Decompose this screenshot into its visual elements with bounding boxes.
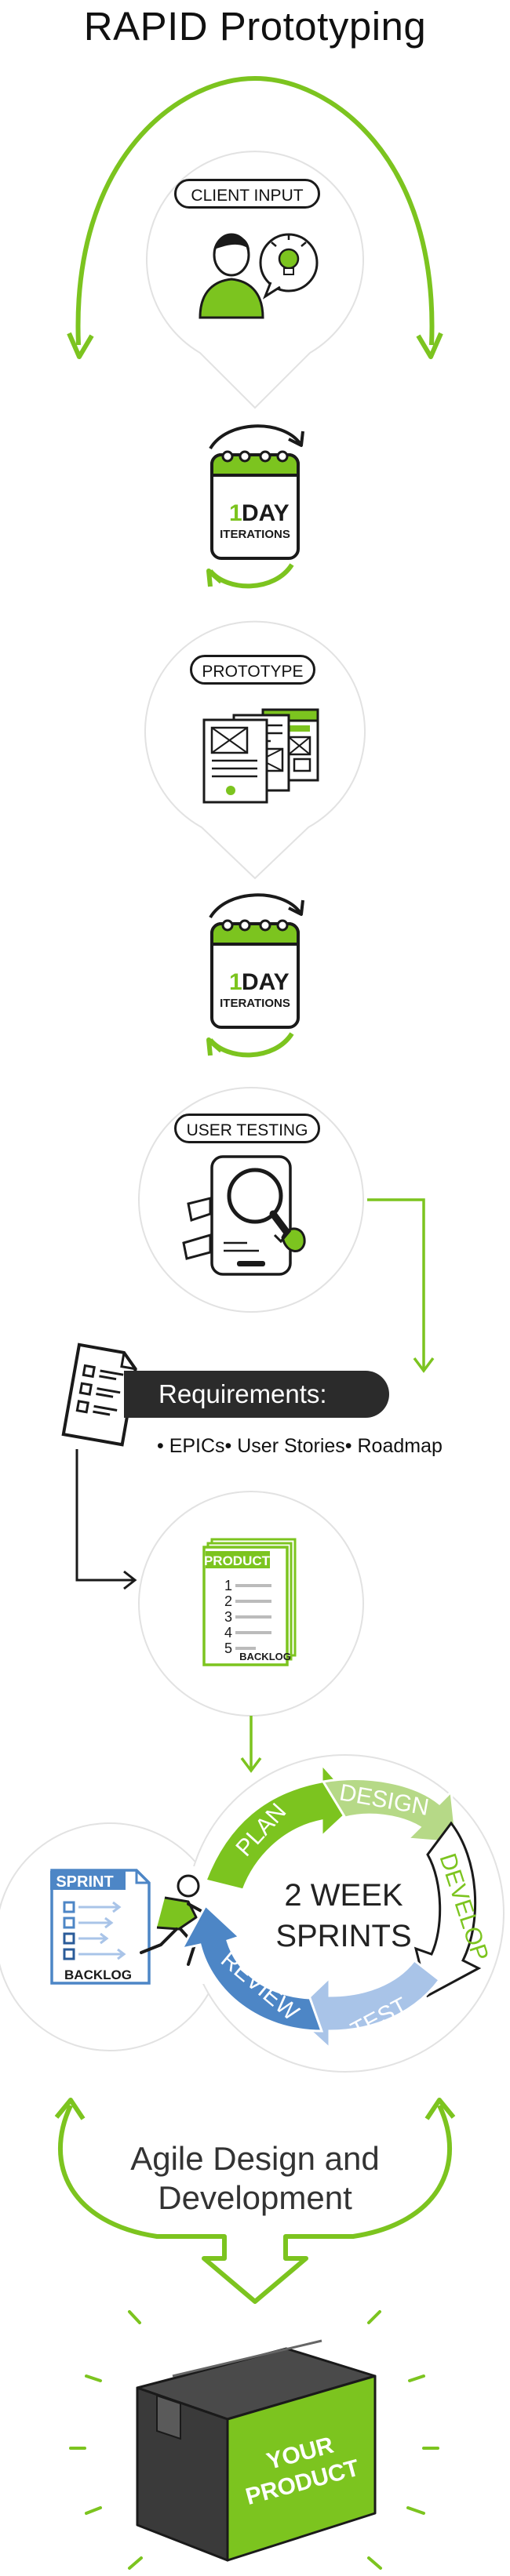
requirements-items: • EPICs• User Stories• Roadmap bbox=[157, 1435, 443, 1457]
iteration-2-unit: DAY bbox=[242, 969, 290, 995]
product-backlog-number-2: 2 bbox=[224, 1593, 232, 1609]
client-input-label: CLIENT INPUT bbox=[174, 179, 320, 209]
sprint-center-line-2: SPRINTS bbox=[275, 1919, 411, 1953]
product-box-icon bbox=[136, 2339, 377, 2562]
iteration-cycle-2 bbox=[206, 893, 304, 1058]
sprint-backlog-label: BACKLOG bbox=[64, 1967, 132, 1982]
agile-loop-arrow bbox=[54, 2098, 456, 2304]
sprint-center-line-1: 2 WEEK bbox=[284, 1878, 403, 1913]
iteration-2-number: 1 bbox=[229, 969, 242, 995]
client-input-cycle-arrows bbox=[67, 75, 443, 359]
testing-to-requirements-connector bbox=[367, 1198, 425, 1368]
prototype-label: PROTOTYPE bbox=[190, 655, 315, 685]
product-backlog-label: BACKLOG bbox=[239, 1651, 291, 1662]
iteration-1-unit: DAY bbox=[242, 500, 290, 526]
user-testing-phone-icon bbox=[182, 1155, 306, 1276]
product-backlog-icon bbox=[202, 1538, 297, 1666]
running-person-icon bbox=[140, 1874, 207, 1966]
product-backlog-number-3: 3 bbox=[224, 1609, 232, 1625]
agile-line-1: Agile Design and bbox=[130, 2140, 380, 2177]
product-backlog-number-4: 4 bbox=[224, 1625, 232, 1640]
iteration-1-number: 1 bbox=[229, 500, 242, 526]
iteration-cycle-1 bbox=[206, 424, 304, 589]
iteration-1-label: ITERATIONS bbox=[220, 528, 290, 541]
product-backlog-tag: PRODUCT bbox=[204, 1553, 271, 1568]
sprint-cycle-ring bbox=[180, 1761, 482, 2051]
client-input-bubble bbox=[146, 151, 364, 409]
requirements-to-backlog-connector bbox=[75, 1449, 133, 1582]
product-burst-lines bbox=[69, 2310, 439, 2570]
requirements-heading: Requirements: bbox=[124, 1371, 389, 1418]
iteration-2-label: ITERATIONS bbox=[220, 997, 290, 1010]
product-backlog-number-5: 5 bbox=[224, 1640, 232, 1656]
page-title: RAPID Prototyping bbox=[83, 4, 427, 49]
prototype-wireframe-icon bbox=[202, 708, 319, 804]
agile-line-2: Development bbox=[158, 2179, 352, 2216]
agile-heading: Agile Design and Development bbox=[94, 2139, 416, 2218]
product-backlog-number-1: 1 bbox=[224, 1578, 232, 1593]
user-testing-label: USER TESTING bbox=[174, 1114, 320, 1143]
sprint-backlog-icon bbox=[50, 1869, 151, 1985]
client-person-icon bbox=[199, 233, 319, 319]
sprint-backlog-tag: SPRINT bbox=[56, 1873, 113, 1891]
